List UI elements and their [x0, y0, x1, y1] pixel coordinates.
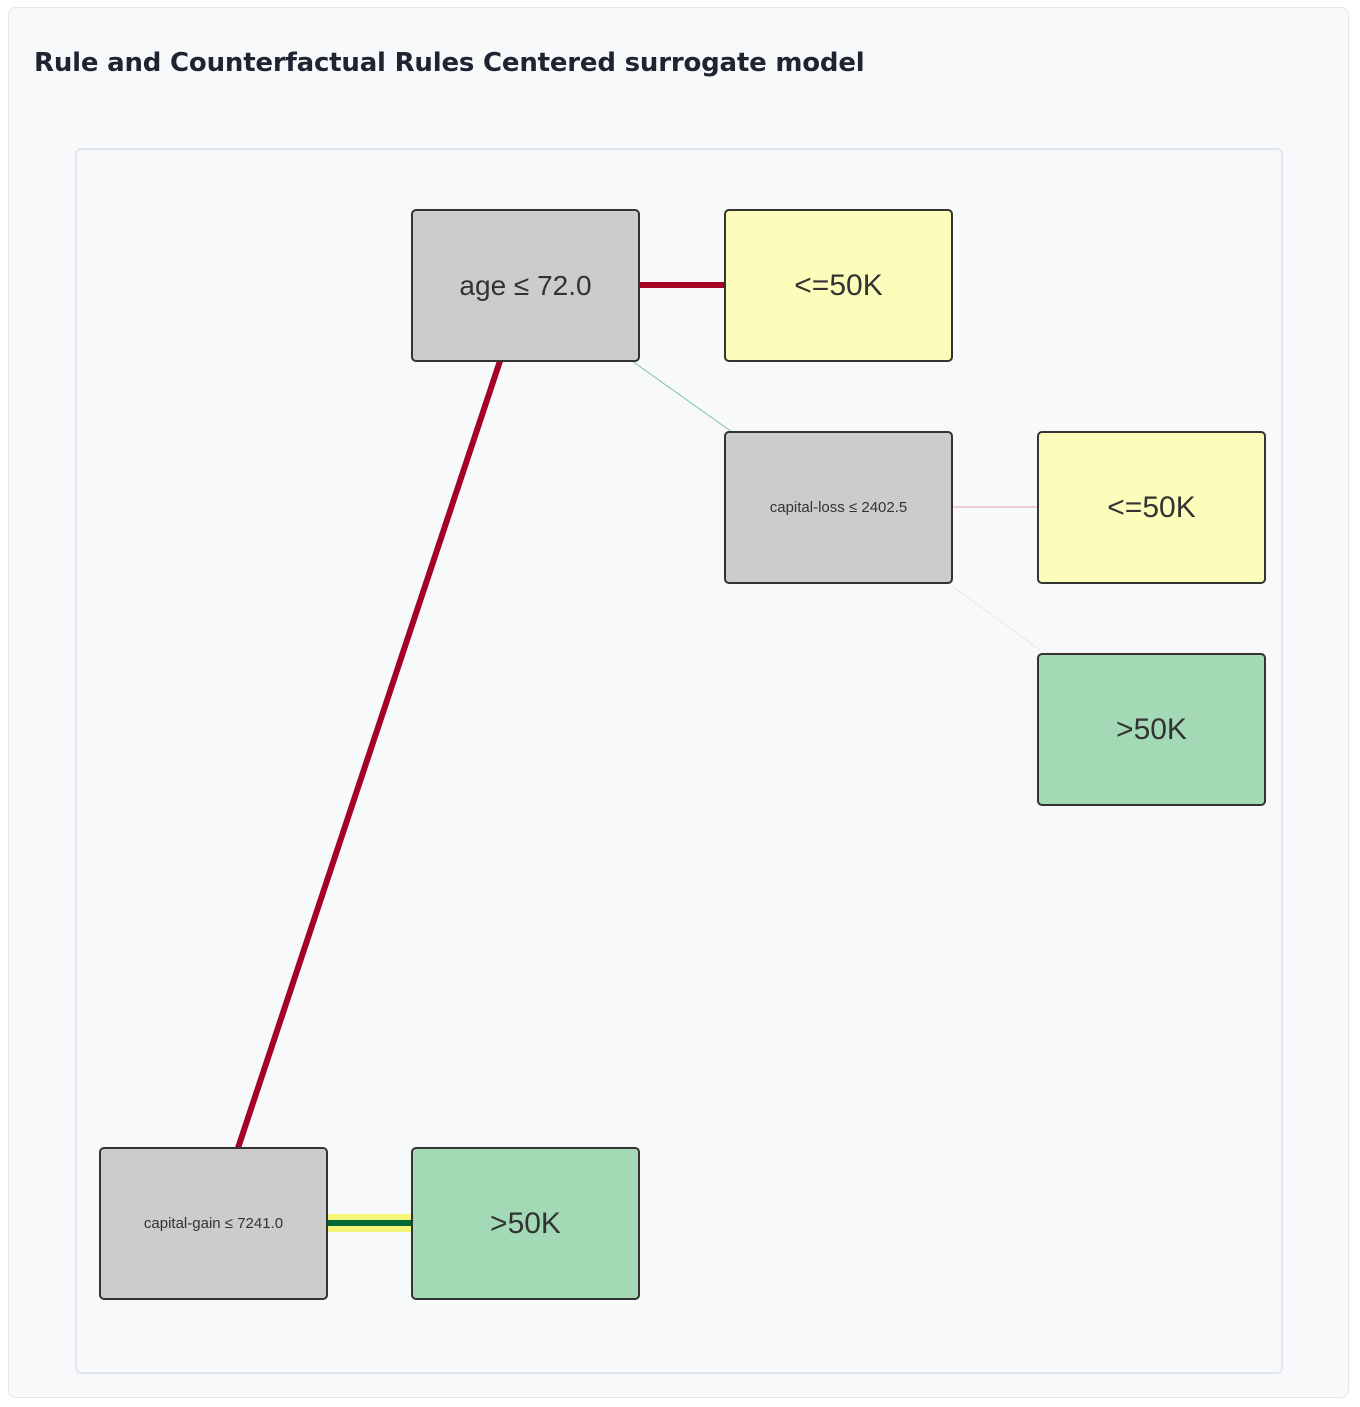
node-label: capital-gain ≤ 7241.0 — [144, 1215, 283, 1232]
leaf-node-box — [724, 209, 953, 362]
split-node-box — [724, 431, 953, 584]
tree-node-age: age ≤ 72.0 — [411, 209, 640, 362]
edge-age-to-capital-loss — [631, 360, 733, 433]
minor-edge-line — [951, 585, 1041, 651]
node-label: <=50K — [794, 269, 882, 302]
edges-layer — [235, 282, 1041, 1232]
node-label: >50K — [1116, 713, 1187, 746]
tree-node-leaf1: <=50K — [724, 209, 953, 362]
node-label: capital-loss ≤ 2402.5 — [770, 499, 907, 516]
edge-capital-loss-to-leaf3 — [951, 585, 1041, 651]
node-label: age ≤ 72.0 — [459, 270, 591, 301]
edge-age-to-capital-gain — [235, 360, 503, 1149]
card-title: Rule and Counterfactual Rules Centered s… — [34, 48, 865, 78]
tree-node-leaf2: <=50K — [1037, 431, 1266, 584]
leaf-node-box — [1037, 653, 1266, 806]
tree-node-capital-gain: capital-gain ≤ 7241.0 — [99, 1147, 328, 1300]
leaf-node-box — [1037, 431, 1266, 584]
node-label: <=50K — [1107, 491, 1195, 524]
leaf-node-box — [411, 1147, 640, 1300]
nodes-layer: age ≤ 72.0 <=50K capital-loss ≤ 2402.5 <=50… — [99, 209, 1266, 1300]
node-label: >50K — [490, 1207, 561, 1240]
split-node-box — [99, 1147, 328, 1300]
tree-node-capital-loss: capital-loss ≤ 2402.5 — [724, 431, 953, 584]
rule-path-line — [235, 360, 503, 1149]
tree-node-leaf3: >50K — [1037, 653, 1266, 806]
split-node-box — [411, 209, 640, 362]
minor-edge-line — [631, 360, 733, 433]
tree-node-leaf4: >50K — [411, 1147, 640, 1300]
